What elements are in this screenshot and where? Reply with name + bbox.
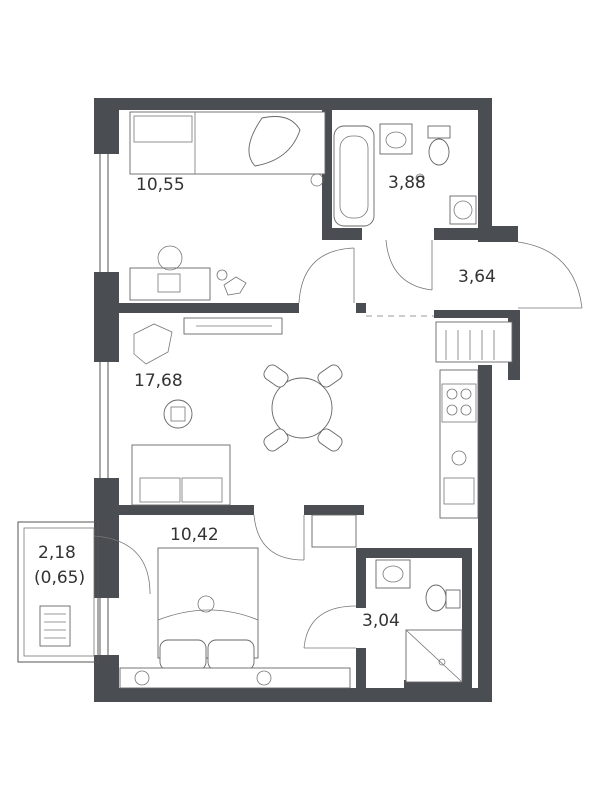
windows [99,154,109,655]
balcony [17,521,151,663]
area-label-hallway: 3,64 [458,267,496,287]
area-label-bathroom-bottom: 3,04 [362,611,400,631]
area-label-balcony: 2,18 [38,543,76,563]
living-room-furniture [131,317,513,548]
area-label-balcony-secondary: (0,65) [34,568,85,588]
bedroom-bottom-furniture [119,547,351,689]
walls [94,98,520,702]
doors [253,239,583,649]
area-label-living-room: 17,68 [134,371,183,391]
bathroom-bottom-fixtures [375,559,463,683]
area-label-bedroom-top: 10,55 [136,175,185,195]
area-label-bathroom-top: 3,88 [388,173,426,193]
area-label-bedroom-bottom: 10,42 [170,525,219,545]
bathroom-top-fixtures [333,123,477,227]
bedroom-top-furniture [129,111,326,301]
